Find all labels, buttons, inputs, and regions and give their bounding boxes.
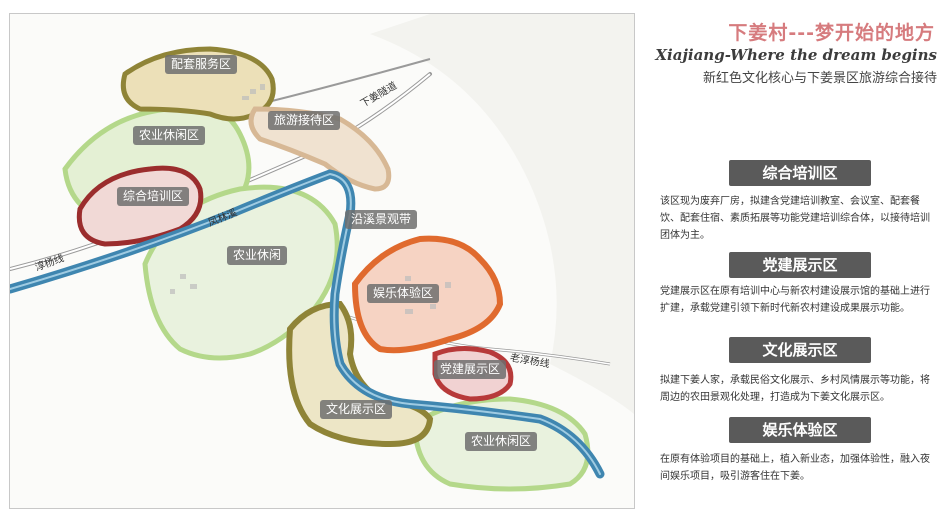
zone-label-party: 党建展示区 [434, 360, 507, 379]
section-entertainment-text: 在原有体验项目的基础上，植入新业态，加强体验性，融入夜间娱乐项目，吸引游客住在下… [660, 454, 930, 482]
zone-label-training: 综合培训区 [117, 187, 190, 206]
zone-label-service: 配套服务区 [165, 55, 238, 74]
page-title: 下姜村---梦开始的地方 [728, 22, 935, 44]
zone-label-riverside: 沿溪景观带 [345, 210, 418, 229]
page-subtitle: 新红色文化核心与下姜景区旅游综合接待 [702, 71, 937, 86]
zone-label-entertainment: 娱乐体验区 [367, 284, 440, 303]
page-title-english: Xiajiang-Where the dream begins [655, 46, 937, 64]
section-entertainment-title: 娱乐体验区 [729, 417, 871, 443]
zone-label-agri-central: 农业休闲 [227, 246, 288, 265]
section-party-title: 党建展示区 [729, 252, 871, 278]
zone-label-reception: 旅游接待区 [268, 111, 341, 130]
section-culture-title: 文化展示区 [729, 337, 871, 363]
zone-label-culture: 文化展示区 [320, 400, 393, 419]
section-training-title: 综合培训区 [729, 160, 871, 186]
zone-label-agri-southeast: 农业休闲区 [465, 432, 538, 451]
section-culture-text: 拟建下姜人家，承载民俗文化展示、乡村风情展示等功能，将周边的农田景观化处理，打造… [660, 375, 930, 403]
site-map: 配套服务区 农业休闲区 旅游接待区 综合培训区 沿溪景观带 农业休闲 娱乐体验区… [9, 13, 635, 509]
map-drawing [10, 14, 634, 508]
zone-label-agri-north: 农业休闲区 [133, 126, 206, 145]
section-party-text: 党建展示区在原有培训中心与新农村建设展示馆的基础上进行扩建，承载党建引领下新时代… [660, 286, 930, 314]
section-training-text: 该区现为废弃厂房，拟建含党建培训教室、会议室、配套餐饮、配套住宿、素质拓展等功能… [660, 196, 930, 241]
